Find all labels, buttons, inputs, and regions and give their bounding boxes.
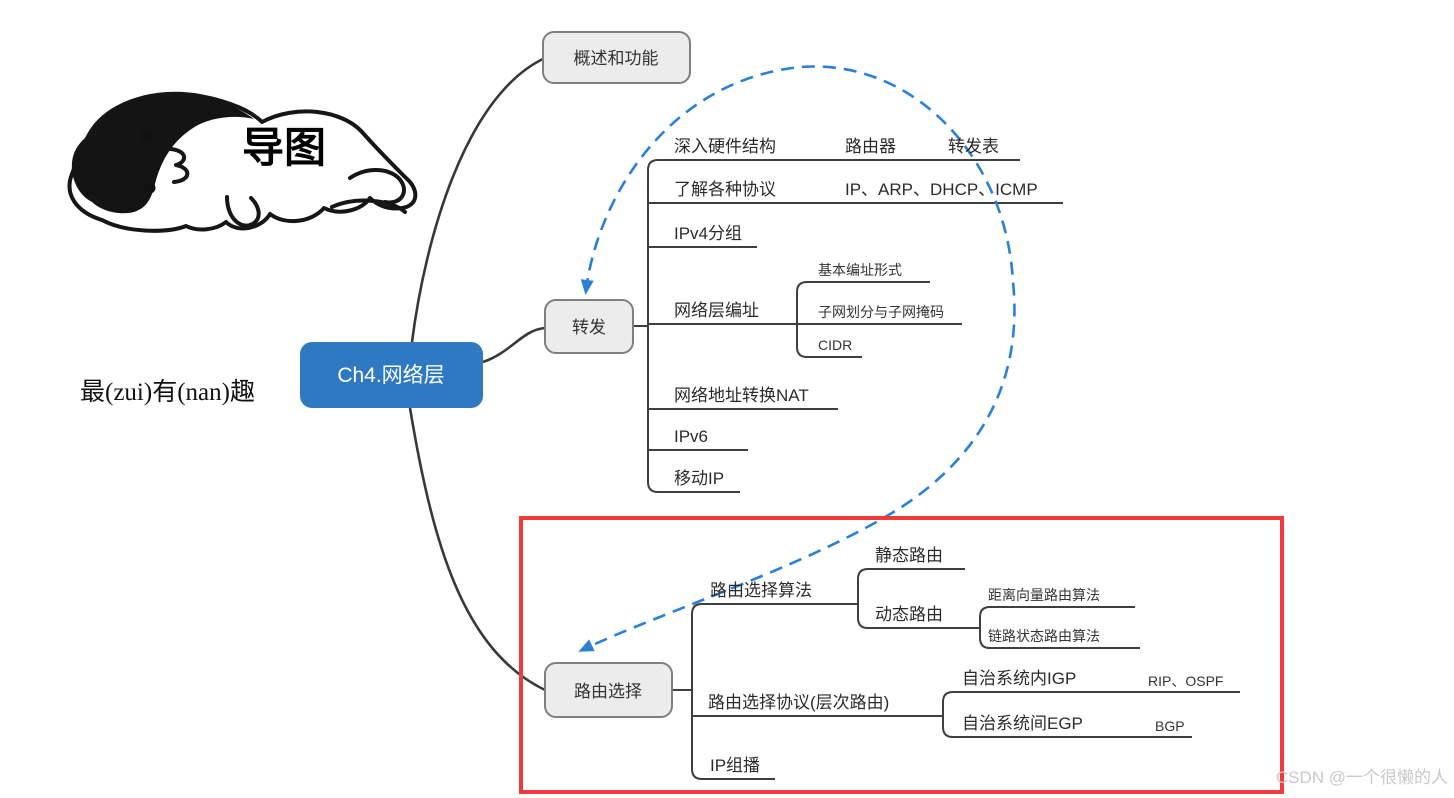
topic-igp-examples[interactable]: RIP、OSPF — [1148, 673, 1223, 689]
topic-link-state[interactable]: 链路状态路由算法 — [988, 628, 1100, 644]
topic-egp[interactable]: 自治系统间EGP — [962, 714, 1083, 733]
topic-protocols-list[interactable]: IP、ARP、DHCP、ICMP — [845, 180, 1038, 199]
root-node[interactable]: Ch4.网络层 — [300, 342, 483, 408]
routing-subtree-lines — [672, 568, 1240, 780]
topic-routing-protocol[interactable]: 路由选择协议(层次路由) — [708, 693, 889, 712]
relation-arrowhead-routing — [578, 639, 595, 652]
relation-curve[interactable] — [581, 65, 1016, 652]
connector-root-routing — [408, 407, 546, 692]
topic-mobile-ip[interactable]: 移动IP — [674, 469, 724, 488]
forward-topics: 深入硬件结构 路由器 转发表 了解各种协议 IP、ARP、DHCP、ICMP I… — [674, 137, 1038, 488]
topic-router[interactable]: 路由器 — [845, 137, 896, 156]
side-note: 最(zui)有(nan)趣 — [80, 378, 255, 406]
topic-protocols[interactable]: 了解各种协议 — [674, 180, 776, 199]
topic-forwarding-table[interactable]: 转发表 — [948, 137, 999, 156]
dynamic-bracket — [979, 606, 1140, 649]
routing-node-box[interactable] — [544, 662, 673, 718]
mascot-eye-top — [141, 130, 153, 142]
root-node-box[interactable] — [300, 342, 483, 408]
watermark: CSDN @一个很懒的人 — [1276, 768, 1448, 787]
topic-cidr[interactable]: CIDR — [818, 337, 852, 353]
mascot-eye-bottom — [144, 182, 156, 194]
routing-topics: 路由选择算法 静态路由 动态路由 距离向量路由算法 链路状态路由算法 路由选择协… — [708, 546, 1223, 775]
algorithm-bracket — [857, 568, 980, 629]
root-connectors — [408, 56, 546, 692]
connector-root-overview — [410, 56, 546, 343]
topic-static-routing[interactable]: 静态路由 — [875, 546, 943, 565]
topic-egp-examples[interactable]: BGP — [1155, 718, 1185, 734]
topic-routing-algorithm[interactable]: 路由选择算法 — [710, 581, 812, 600]
routing-node[interactable]: 路由选择 — [544, 662, 673, 718]
topic-hardware[interactable]: 深入硬件结构 — [674, 137, 776, 156]
topic-nat[interactable]: 网络地址转换NAT — [674, 386, 809, 405]
topic-ipv4[interactable]: IPv4分组 — [674, 224, 742, 243]
topic-ip-multicast[interactable]: IP组播 — [710, 756, 760, 775]
protocol-bracket — [942, 691, 1240, 738]
mascot-caption: 导图 — [242, 124, 326, 171]
mascot-illustration: 导图 — [67, 91, 418, 233]
routing-spine — [691, 603, 858, 780]
forward-node[interactable]: 转发 — [544, 299, 634, 354]
relation-arrow[interactable] — [578, 65, 1016, 652]
forward-node-label: 转发 — [572, 318, 606, 337]
topic-igp[interactable]: 自治系统内IGP — [962, 669, 1076, 688]
mascot-arm — [225, 195, 261, 228]
topic-addressing[interactable]: 网络层编址 — [674, 301, 759, 320]
root-node-label: Ch4.网络层 — [337, 364, 444, 387]
topic-distance-vector[interactable]: 距离向量路由算法 — [988, 587, 1100, 603]
topic-basic-addressing[interactable]: 基本编址形式 — [818, 262, 902, 278]
mascot-hair — [71, 94, 254, 214]
topic-dynamic-routing[interactable]: 动态路由 — [875, 605, 943, 624]
forward-subtree-lines — [633, 159, 1063, 493]
forward-node-box[interactable] — [544, 299, 634, 354]
overview-node-label: 概述和功能 — [574, 49, 659, 68]
relation-arrowhead-forward — [580, 279, 594, 295]
topic-ipv6[interactable]: IPv6 — [674, 427, 708, 446]
mascot-mouth — [168, 147, 190, 184]
addressing-bracket — [796, 281, 930, 358]
topic-subnetting[interactable]: 子网划分与子网掩码 — [818, 304, 944, 320]
mascot-leg-under — [330, 198, 407, 214]
overview-node[interactable]: 概述和功能 — [542, 31, 691, 84]
highlight-box — [519, 516, 1284, 794]
routing-node-label: 路由选择 — [574, 682, 642, 701]
mascot-leg-bent — [348, 168, 406, 205]
overview-node-box[interactable] — [542, 31, 691, 84]
forward-spine — [647, 159, 1020, 493]
connector-root-forward — [482, 326, 546, 364]
